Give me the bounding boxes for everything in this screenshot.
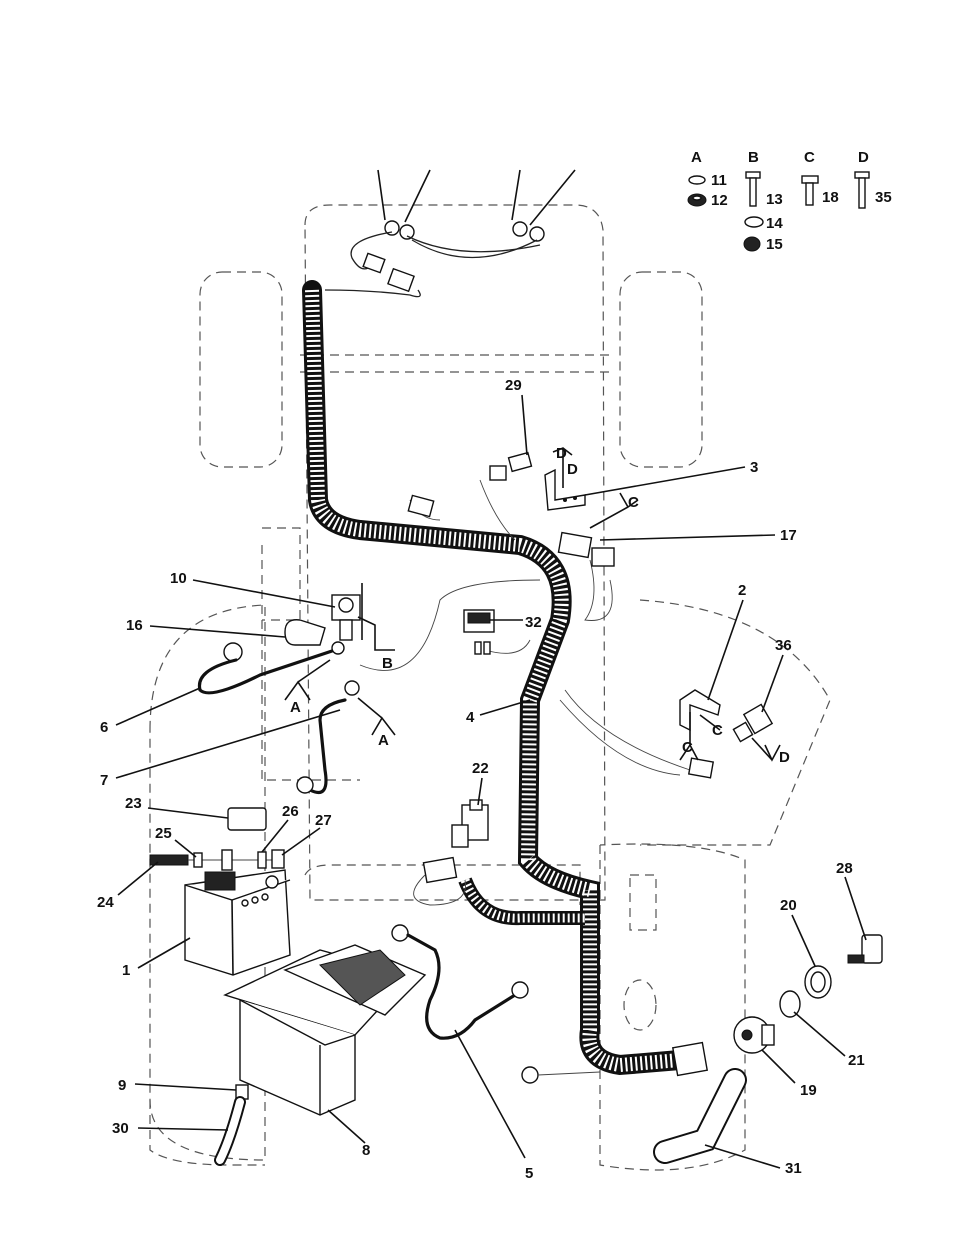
ref-d-36: D (779, 749, 790, 766)
switch-32 (464, 610, 494, 654)
switch-36 (733, 704, 772, 741)
callout-20: 20 (780, 897, 797, 914)
callout-29: 29 (505, 377, 522, 394)
ignition-switch-19 (734, 1017, 774, 1053)
ref-a-6: A (290, 699, 301, 716)
connector-29 (490, 453, 531, 480)
callout-24: 24 (97, 894, 114, 911)
connector (673, 1043, 707, 1076)
bolt-icon (855, 172, 869, 178)
callout-31: 31 (785, 1160, 802, 1177)
callout-26: 26 (282, 803, 299, 820)
legend-header-c: C (804, 149, 815, 166)
headlight-bulb (513, 222, 527, 236)
connector (408, 495, 433, 516)
callout-18: 18 (822, 189, 839, 206)
callout-5: 5 (525, 1165, 533, 1182)
battery-cable-7 (297, 681, 359, 793)
battery-cable-6 (199, 642, 344, 693)
callout-30: 30 (112, 1120, 129, 1137)
callout-7: 7 (100, 772, 108, 789)
callout-19: 19 (800, 1082, 817, 1099)
battery-pad-23 (228, 808, 266, 830)
ring-terminal (522, 1067, 538, 1083)
callout-11: 11 (711, 172, 727, 189)
connector (689, 758, 713, 778)
connector (388, 269, 414, 292)
callout-8: 8 (362, 1142, 370, 1159)
lock-washer-icon (745, 217, 763, 227)
callout-13: 13 (766, 191, 783, 208)
legend-header-a: A (691, 149, 702, 166)
tube-31 (665, 1080, 735, 1152)
bolt-icon (746, 172, 760, 178)
ref-d-3b: D (567, 461, 578, 478)
headlight-bulb (400, 225, 414, 239)
ref-c-17: C (628, 494, 639, 511)
callout-32: 32 (525, 614, 542, 631)
battery-hardware (150, 850, 284, 870)
callout-21: 21 (848, 1052, 865, 1069)
callout-28: 28 (836, 860, 853, 877)
headlight-bulb (530, 227, 544, 241)
washer-icon (689, 176, 705, 184)
legend-header-d: D (858, 149, 869, 166)
callout-10: 10 (170, 570, 187, 587)
terminal-boot-16 (285, 620, 325, 645)
battery-1 (185, 870, 290, 975)
nut-icon (744, 237, 760, 251)
callout-16: 16 (126, 617, 143, 634)
connector (423, 858, 456, 883)
bolt-icon (802, 176, 818, 183)
callout-1: 1 (122, 962, 130, 979)
callout-12: 12 (711, 192, 728, 209)
ref-c-2a: C (682, 739, 693, 756)
legend-header-b: B (748, 149, 759, 166)
callout-14: 14 (766, 215, 783, 232)
callout-23: 23 (125, 795, 142, 812)
callout-17: 17 (780, 527, 797, 544)
battery-tray-8 (225, 945, 425, 1115)
nut-21 (780, 991, 800, 1017)
ref-d-3a: D (556, 445, 567, 462)
connector (363, 253, 385, 272)
callout-36: 36 (775, 637, 792, 654)
switch-17 (558, 533, 614, 566)
callout-25: 25 (155, 825, 172, 842)
switch-22 (452, 800, 488, 847)
callout-27: 27 (315, 812, 332, 829)
callout-3: 3 (750, 459, 758, 476)
callout-9: 9 (118, 1077, 126, 1094)
callout-15: 15 (766, 236, 783, 253)
callout-22: 22 (472, 760, 489, 777)
ref-b-10: B (382, 655, 393, 672)
main-harness-coil (312, 290, 680, 1065)
headlight-harness (325, 170, 575, 297)
solenoid-10 (332, 583, 362, 640)
bracket-3 (545, 470, 585, 510)
ref-a-7: A (378, 732, 389, 749)
callout-6: 6 (100, 719, 108, 736)
callout-2: 2 (738, 582, 746, 599)
callout-4: 4 (466, 709, 475, 726)
ref-c-2b: C (712, 722, 723, 739)
callout-35: 35 (875, 189, 892, 206)
